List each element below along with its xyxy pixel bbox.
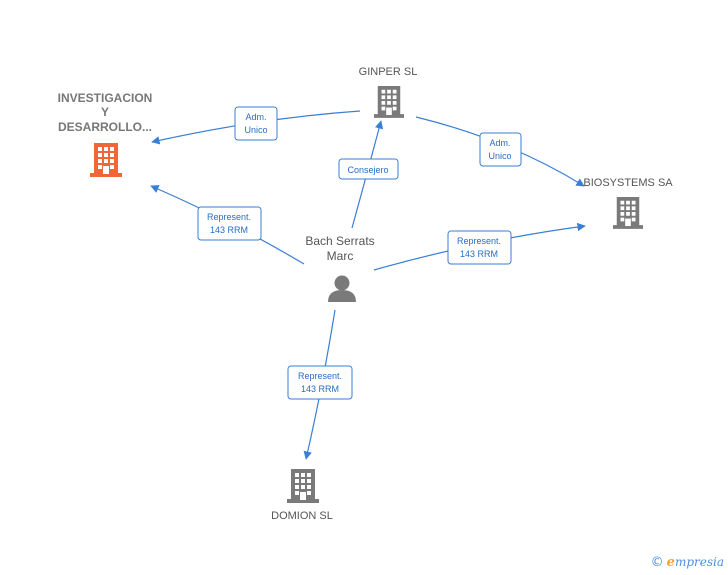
svg-text:Represent.143 RRM: Represent. 143 RRM [298, 371, 342, 394]
node-label-line: Bach Serrats [305, 234, 374, 248]
node-domion[interactable]: DOMION SL [271, 469, 333, 522]
edge-label-line: Unico [488, 151, 511, 161]
company-building-icon [374, 86, 404, 118]
edge-label-line: Represent. [207, 212, 251, 222]
node-label-line: INVESTIGACION [58, 91, 153, 105]
edge-bach-biosystems[interactable]: Represent. 143 RRM [373, 222, 586, 271]
edge-bach-investigacion[interactable]: Represent. 143 RRM [150, 185, 305, 265]
svg-text:Adm.Unico: Adm. Unico [488, 138, 511, 161]
brand-logo: empresia [667, 555, 724, 570]
node-label-line: DESARROLLO... [58, 120, 152, 134]
node-label-line: GINPER SL [359, 66, 418, 78]
copyright-icon: © [650, 554, 664, 570]
edge-label-line: Represent. [457, 236, 501, 246]
node-label-line: Y [101, 105, 109, 119]
company-building-icon [90, 143, 122, 177]
edge-label-line: Adm. [245, 112, 266, 122]
node-label-line: BIOSYSTEMS SA [583, 177, 673, 189]
node-ginper[interactable]: GINPER SL [359, 66, 418, 118]
company-building-icon [613, 197, 643, 229]
person-icon [328, 275, 356, 302]
edge-bach-ginper[interactable]: Consejero [338, 120, 399, 229]
edge-label-line: Consejero [347, 165, 388, 175]
edge-label-line: Represent. [298, 371, 342, 381]
edge-ginper-biosystems[interactable]: Adm. Unico [415, 116, 585, 187]
edge-bach-domion[interactable]: Represent. 143 RRM [287, 309, 353, 460]
edge-label-line: 143 RRM [210, 225, 248, 235]
edge-label-line: Unico [244, 125, 267, 135]
node-label-line: DOMION SL [271, 510, 333, 522]
brand-rest: mpresia [674, 554, 724, 569]
edge-label-line: 143 RRM [460, 249, 498, 259]
svg-text:Represent.143 RRM: Represent. 143 RRM [457, 236, 501, 259]
brand-first-letter: e [666, 554, 675, 570]
svg-text:Represent.143 RRM: Represent. 143 RRM [207, 212, 251, 235]
edge-label-line: Adm. [489, 138, 510, 148]
company-building-icon [287, 469, 319, 503]
node-label-line: Marc [327, 249, 354, 263]
edge-label-line: 143 RRM [301, 384, 339, 394]
svg-text:Adm.Unico: Adm. Unico [244, 112, 267, 135]
edge-ginper-investigacion[interactable]: Adm. Unico [151, 106, 361, 145]
node-biosystems[interactable]: BIOSYSTEMS SA [583, 177, 673, 229]
empresia-watermark: © empresia [651, 553, 724, 571]
